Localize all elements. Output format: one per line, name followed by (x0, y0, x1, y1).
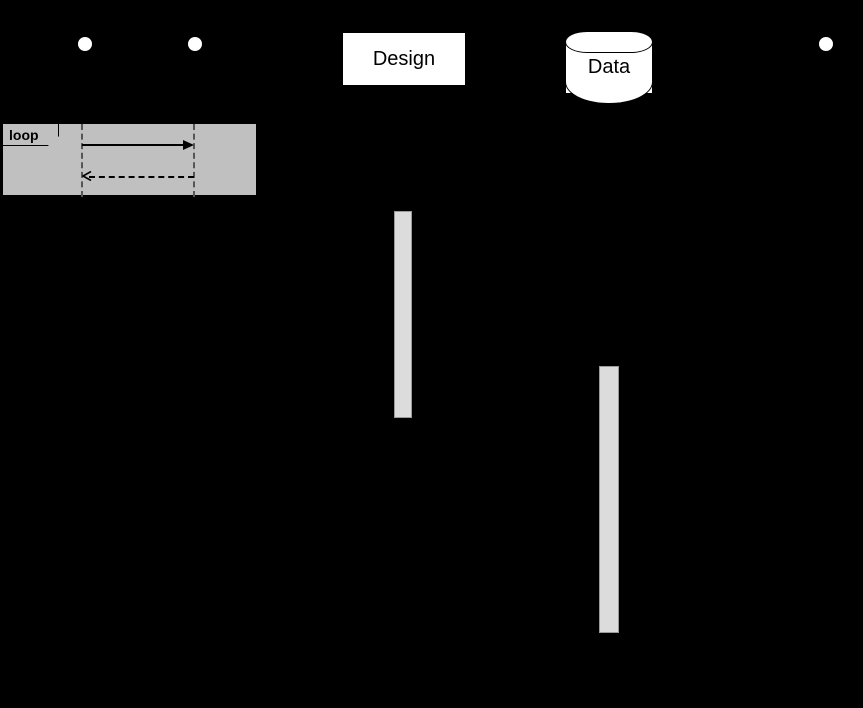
lifeline-actor-1-upper (84, 78, 86, 123)
actor-head-icon (77, 36, 93, 52)
actor-head-icon (818, 36, 834, 52)
cylinder-top-ellipse (565, 31, 653, 53)
lifeline-actor-2-upper (194, 78, 196, 123)
activation-bar-data[interactable] (599, 366, 619, 633)
actor-leg-left (182, 70, 189, 89)
participant-design[interactable]: Design (342, 32, 466, 86)
lifeline-actor-2-in-fragment (193, 124, 195, 197)
combined-fragment-loop[interactable]: loop (2, 123, 257, 197)
lifeline-actor-1-lower (84, 196, 86, 676)
activation-bar-design[interactable] (394, 211, 412, 418)
actor-torso (194, 51, 195, 71)
message-1-arrowhead (183, 140, 194, 150)
message-2-arrowhead (82, 171, 92, 181)
actor-arms (811, 58, 841, 59)
actor-leg-right (201, 70, 208, 89)
actor-leg-left (813, 70, 820, 89)
participant-design-label: Design (372, 47, 436, 70)
actor-leg-right (91, 70, 98, 89)
actor-head-icon (187, 36, 203, 52)
message-2-line (89, 176, 194, 178)
participant-data-label: Data (587, 56, 631, 78)
fragment-operator-label: loop (9, 126, 39, 143)
participant-data[interactable]: Data (565, 31, 653, 104)
lifeline-actor-3 (825, 78, 827, 676)
actor-torso (84, 51, 85, 71)
message-1-line (82, 144, 186, 146)
actor-leg-left (72, 70, 79, 89)
actor-leg-right (832, 70, 839, 89)
fragment-operator-tab: loop (3, 124, 59, 146)
lifeline-actor-1-in-fragment (81, 124, 83, 197)
actor-arms (70, 58, 100, 59)
lifeline-actor-2-lower (194, 196, 196, 676)
actor-torso (825, 51, 826, 71)
actor-arms (180, 58, 210, 59)
